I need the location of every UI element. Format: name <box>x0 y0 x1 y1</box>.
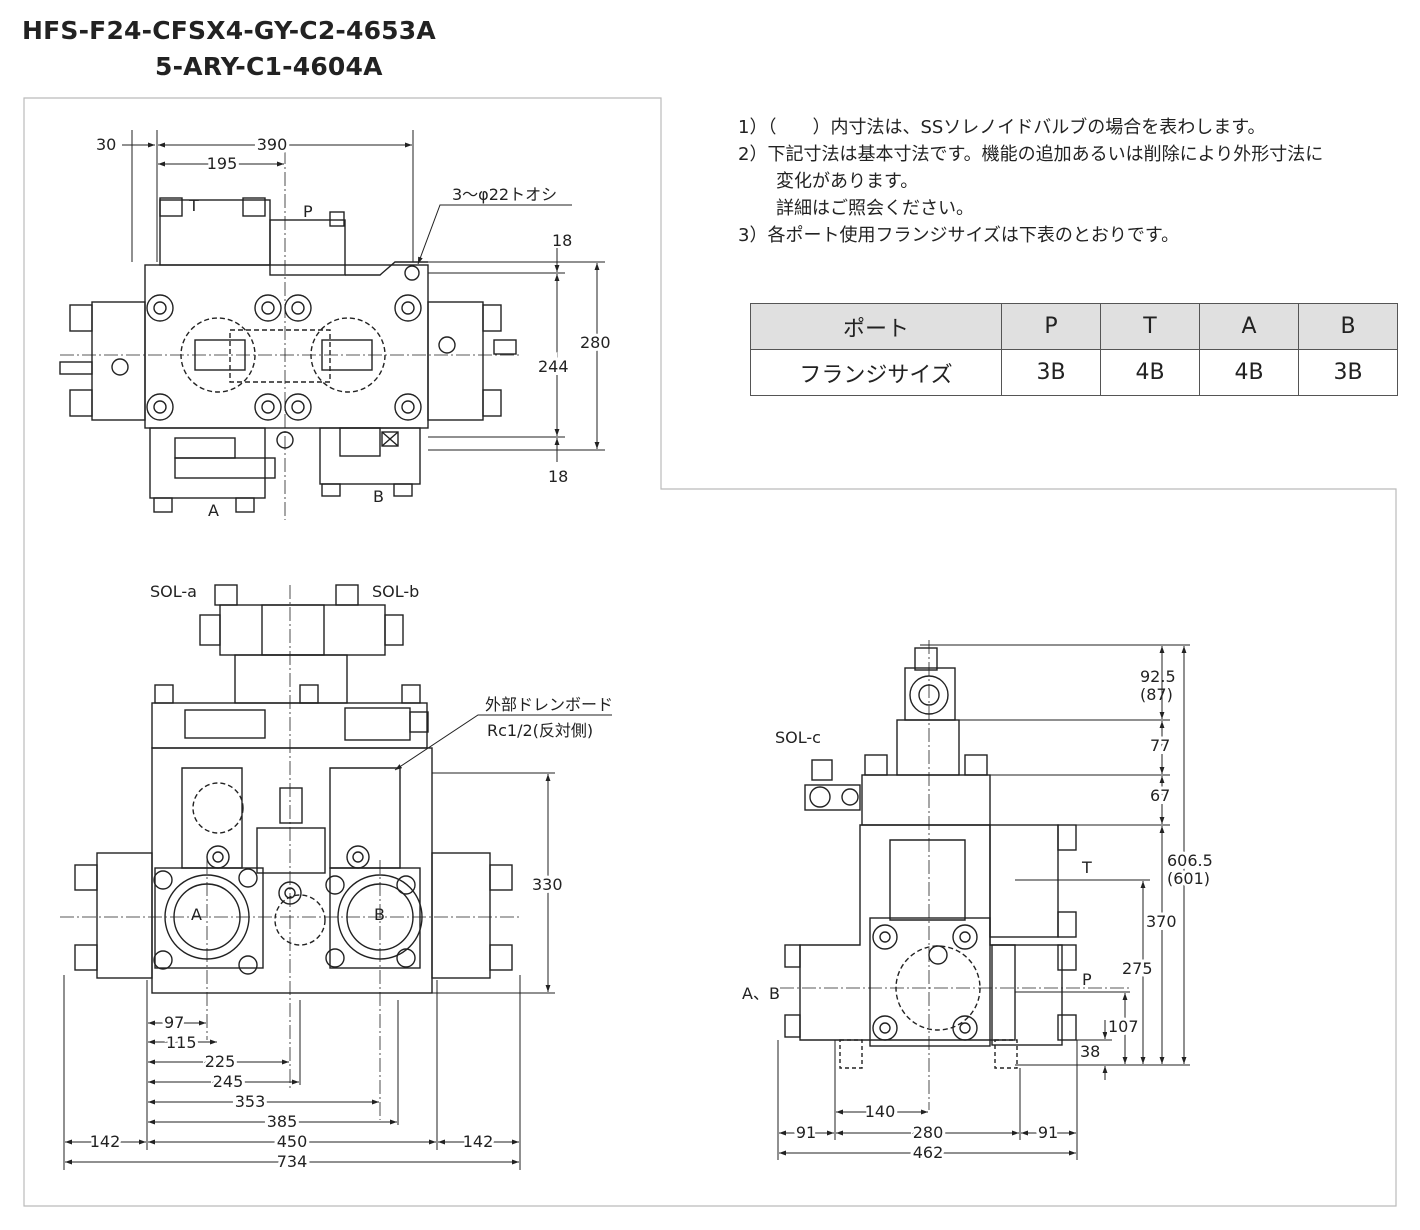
table-row: フランジサイズ 3B 4B 4B 3B <box>750 349 1398 396</box>
row-flange-size-label: フランジサイズ <box>750 349 1002 396</box>
dim-462: 462 <box>913 1143 944 1162</box>
dim-390: 390 <box>257 135 288 154</box>
port-label-ab-side: A、B <box>742 984 780 1003</box>
drain-label-line1: 外部ドレンボード <box>485 695 613 714</box>
dim-370: 370 <box>1146 912 1177 931</box>
dim-77: 77 <box>1150 736 1170 755</box>
note-2: 2）下記寸法は基本寸法です。機能の追加あるいは削除により外形寸法に <box>738 144 1324 165</box>
dim-107: 107 <box>1108 1017 1139 1036</box>
drawing-frame <box>23 97 1397 1207</box>
dim-18-top: 18 <box>552 231 572 250</box>
dim-115: 115 <box>166 1033 197 1052</box>
model-title-line2: 5-ARY-C1-4604A <box>155 52 383 81</box>
dim-140: 140 <box>865 1102 896 1121</box>
side-view <box>784 647 1077 1069</box>
dim-195: 195 <box>207 154 238 173</box>
header-port-a: A <box>1199 303 1299 350</box>
dim-385: 385 <box>267 1112 298 1131</box>
front-view <box>74 584 513 994</box>
dim-97: 97 <box>164 1013 184 1032</box>
header-port-b: B <box>1298 303 1398 350</box>
dim-280-side: 280 <box>913 1123 944 1142</box>
dim-91-left: 91 <box>796 1123 816 1142</box>
dim-280: 280 <box>580 333 611 352</box>
dim-606-5: 606.5 <box>1167 851 1213 870</box>
dim-450: 450 <box>277 1132 308 1151</box>
dim-225: 225 <box>205 1052 236 1071</box>
port-label-p: P <box>303 202 313 221</box>
center-lines <box>60 150 1130 1120</box>
dimension-lines <box>63 130 1190 1170</box>
dim-87-ss: (87) <box>1140 685 1173 704</box>
dim-18-bottom: 18 <box>548 467 568 486</box>
dim-245: 245 <box>213 1072 244 1091</box>
port-label-a-front: A <box>191 905 202 924</box>
dim-67: 67 <box>1150 786 1170 805</box>
header-port-p: P <box>1001 303 1101 350</box>
header-port-t: T <box>1100 303 1200 350</box>
sol-c-label: SOL-c <box>775 728 821 747</box>
dim-142-right: 142 <box>463 1132 494 1151</box>
dim-38: 38 <box>1080 1042 1100 1061</box>
dim-734: 734 <box>277 1152 308 1171</box>
dim-91-right: 91 <box>1038 1123 1058 1142</box>
note-1: 1）（ ）内寸法は、SSソレノイドバルブの場合を表わします。 <box>738 117 1266 138</box>
port-label-p-side: P <box>1082 970 1092 989</box>
drain-label-line2: Rc1/2(反対側) <box>487 721 593 740</box>
size-p: 3B <box>1001 349 1101 396</box>
size-b: 3B <box>1298 349 1398 396</box>
port-label-a: A <box>208 501 219 520</box>
dim-244: 244 <box>538 357 569 376</box>
dim-92-5: 92.5 <box>1140 667 1176 686</box>
through-hole-callout: 3～φ22トオシ <box>452 185 557 204</box>
header-port-label: ポート <box>750 303 1002 350</box>
dim-30: 30 <box>96 135 116 154</box>
notes-block: 1）（ ）内寸法は、SSソレノイドバルブの場合を表わします。 2）下記寸法は基本… <box>738 114 1323 249</box>
note-2-cont2: 詳細はご照会ください。 <box>776 198 974 219</box>
port-label-b-front: B <box>374 905 385 924</box>
flange-size-table: ポート P T A B フランジサイズ 3B 4B 4B 3B <box>750 303 1398 396</box>
dim-275: 275 <box>1122 959 1153 978</box>
dim-142-left: 142 <box>90 1132 121 1151</box>
port-label-b: B <box>373 487 384 506</box>
dim-601-ss: (601) <box>1167 869 1210 888</box>
port-label-t: T <box>188 196 199 215</box>
dim-330: 330 <box>532 875 563 894</box>
sol-b-label: SOL-b <box>372 582 419 601</box>
table-header-row: ポート P T A B <box>750 303 1398 350</box>
note-2-cont1: 変化があります。 <box>776 171 919 192</box>
size-a: 4B <box>1199 349 1299 396</box>
sol-a-label: SOL-a <box>150 582 197 601</box>
model-title-line1: HFS-F24-CFSX4-GY-C2-4653A <box>22 16 436 45</box>
note-3: 3）各ポート使用フランジサイズは下表のとおりです。 <box>738 225 1180 246</box>
dim-353: 353 <box>235 1092 266 1111</box>
size-t: 4B <box>1100 349 1200 396</box>
port-label-t-side: T <box>1081 858 1092 877</box>
